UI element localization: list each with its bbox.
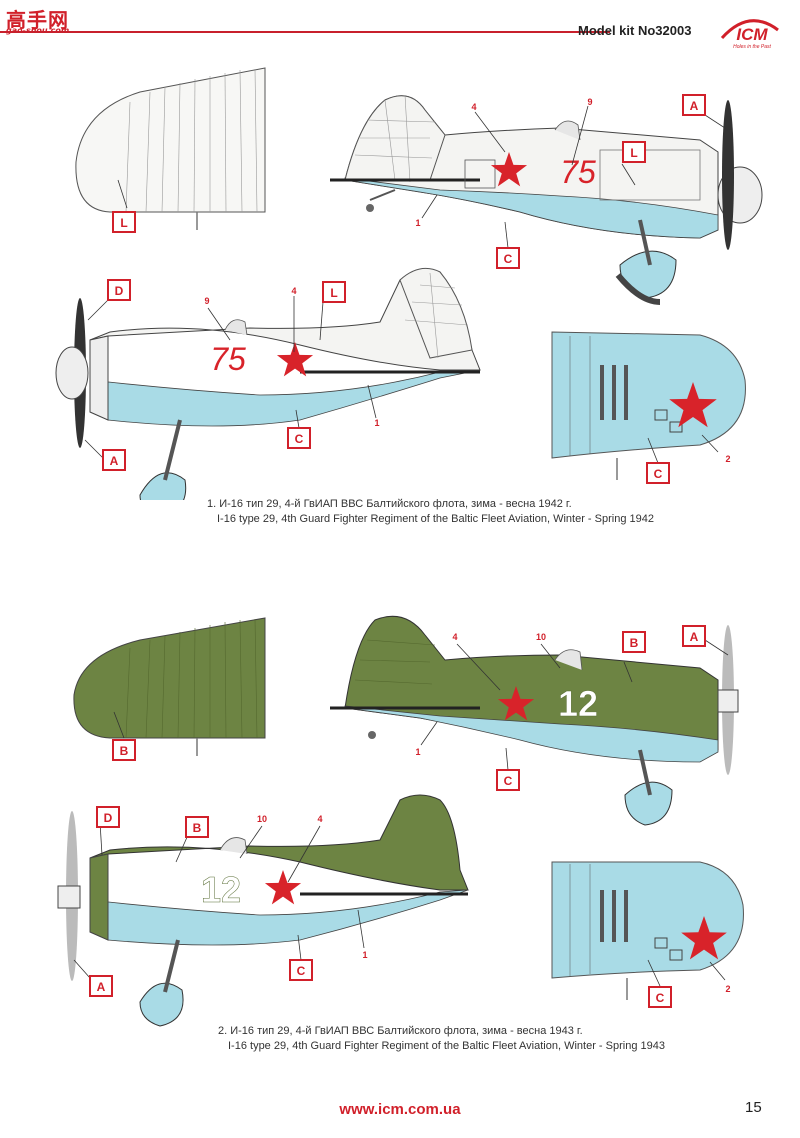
marker-A-profile2-left [89, 975, 113, 997]
scheme2-wing-top-view: B [73, 617, 266, 761]
scheme1-profile-right: 75 4 9 1 L A C [330, 94, 763, 305]
marker-C-profile2-left [289, 959, 313, 981]
svg-text:B: B [630, 636, 639, 650]
marker-B-profile2-left [185, 816, 209, 838]
svg-text:L: L [630, 146, 637, 160]
marker-B-wing2 [112, 739, 136, 761]
marker-L-profile1-left [322, 281, 346, 303]
site-logo-text: 高手网 [6, 8, 69, 32]
svg-text:4: 4 [291, 286, 296, 296]
svg-text:A: A [97, 980, 106, 994]
site-url: gao-shou.com [6, 26, 69, 35]
marker-A-profile1-left [102, 449, 126, 471]
marker-D-profile2 [96, 806, 120, 828]
svg-text:C: C [295, 432, 304, 446]
scheme2-caption-ru: 2. И-16 тип 29, 4-й ГвИАП ВВС Балтийског… [218, 1025, 583, 1037]
marker-C-profile2 [496, 769, 520, 791]
svg-text:10: 10 [536, 632, 546, 642]
svg-text:4: 4 [317, 814, 322, 824]
scheme2-drawing: B 12 4 10 1 B A C [57, 615, 744, 1027]
svg-text:1: 1 [374, 418, 379, 428]
marker-C-profile1-left [287, 427, 311, 449]
footer-url[interactable]: www.icm.com.ua [339, 1101, 461, 1118]
marker-C-wing1 [646, 462, 670, 484]
svg-text:2: 2 [725, 454, 730, 464]
svg-text:2: 2 [725, 984, 730, 994]
svg-text:10: 10 [257, 814, 267, 824]
svg-text:C: C [656, 991, 665, 1005]
scheme1-profile-left: 75 9 4 1 L D A C [55, 267, 481, 500]
scheme1-caption: 1. И-16 тип 29, 4-й ГвИАП ВВС Балтийског… [207, 497, 654, 527]
marker-A-profile1 [682, 94, 706, 116]
num-label: 4 [471, 102, 476, 112]
marker-C-profile1 [496, 247, 520, 269]
svg-text:L: L [330, 286, 337, 300]
marker-C-wing2 [648, 986, 672, 1008]
header-rule [0, 31, 610, 33]
svg-text:D: D [115, 284, 124, 298]
svg-text:9: 9 [204, 296, 209, 306]
svg-text:C: C [504, 252, 513, 266]
svg-text:B: B [193, 821, 202, 835]
scheme2-caption-en: I-16 type 29, 4th Guard Fighter Regiment… [228, 1040, 665, 1052]
svg-text:1: 1 [415, 747, 420, 757]
scheme2-wing-lower-view: 2 C [551, 861, 744, 1008]
star-insignia-icon [264, 870, 302, 905]
svg-text:B: B [120, 744, 129, 758]
svg-text:D: D [104, 811, 113, 825]
marker-text: L [120, 216, 127, 230]
scheme2-fuselage-number-left: 12 [201, 869, 241, 910]
svg-text:A: A [110, 454, 119, 468]
svg-text:C: C [504, 774, 513, 788]
scheme1-fuselage-number: 75 [560, 154, 596, 190]
icm-tagline: Holes in the Past [733, 44, 771, 50]
svg-text:4: 4 [452, 632, 457, 642]
marker-A-profile2 [682, 625, 706, 647]
scheme1-drawing: L 75 4 9 1 L A C [55, 67, 763, 500]
svg-text:A: A [690, 630, 699, 644]
scheme2-profile-right: 12 4 10 1 B A C [330, 615, 739, 826]
scheme1-caption-ru: 1. И-16 тип 29, 4-й ГвИАП ВВС Балтийског… [207, 498, 572, 510]
scheme2-profile-left: 12 10 4 1 B D A C [57, 794, 469, 1027]
scheme1-wing-top-view: L [75, 67, 266, 233]
svg-text:1: 1 [362, 950, 367, 960]
page-number: 15 [745, 1099, 762, 1116]
icm-logo: ICM Holes in the Past [720, 19, 779, 50]
marker-D-profile1 [107, 279, 131, 301]
scheme2-fuselage-number: 12 [558, 683, 598, 724]
model-kit-label: Model kit No32003 [578, 23, 692, 38]
marker-B-profile2 [622, 631, 646, 653]
marker-L-wing1 [112, 211, 136, 233]
scheme1-fuselage-number-left: 75 [210, 341, 246, 377]
scheme1-wing-lower-view: 2 C [551, 331, 746, 484]
svg-text:A: A [690, 99, 699, 113]
num-label: 1 [415, 218, 420, 228]
scheme1-caption-en: I-16 type 29, 4th Guard Fighter Regiment… [217, 513, 654, 525]
svg-text:C: C [654, 467, 663, 481]
icm-brand: ICM [736, 25, 768, 44]
marker-L-profile1 [622, 141, 646, 163]
num-label: 9 [587, 97, 592, 107]
svg-text:C: C [297, 964, 306, 978]
site-logo[interactable]: 高手网 gao-shou.com [6, 4, 69, 35]
scheme2-caption: 2. И-16 тип 29, 4-й ГвИАП ВВС Балтийског… [218, 1024, 665, 1054]
